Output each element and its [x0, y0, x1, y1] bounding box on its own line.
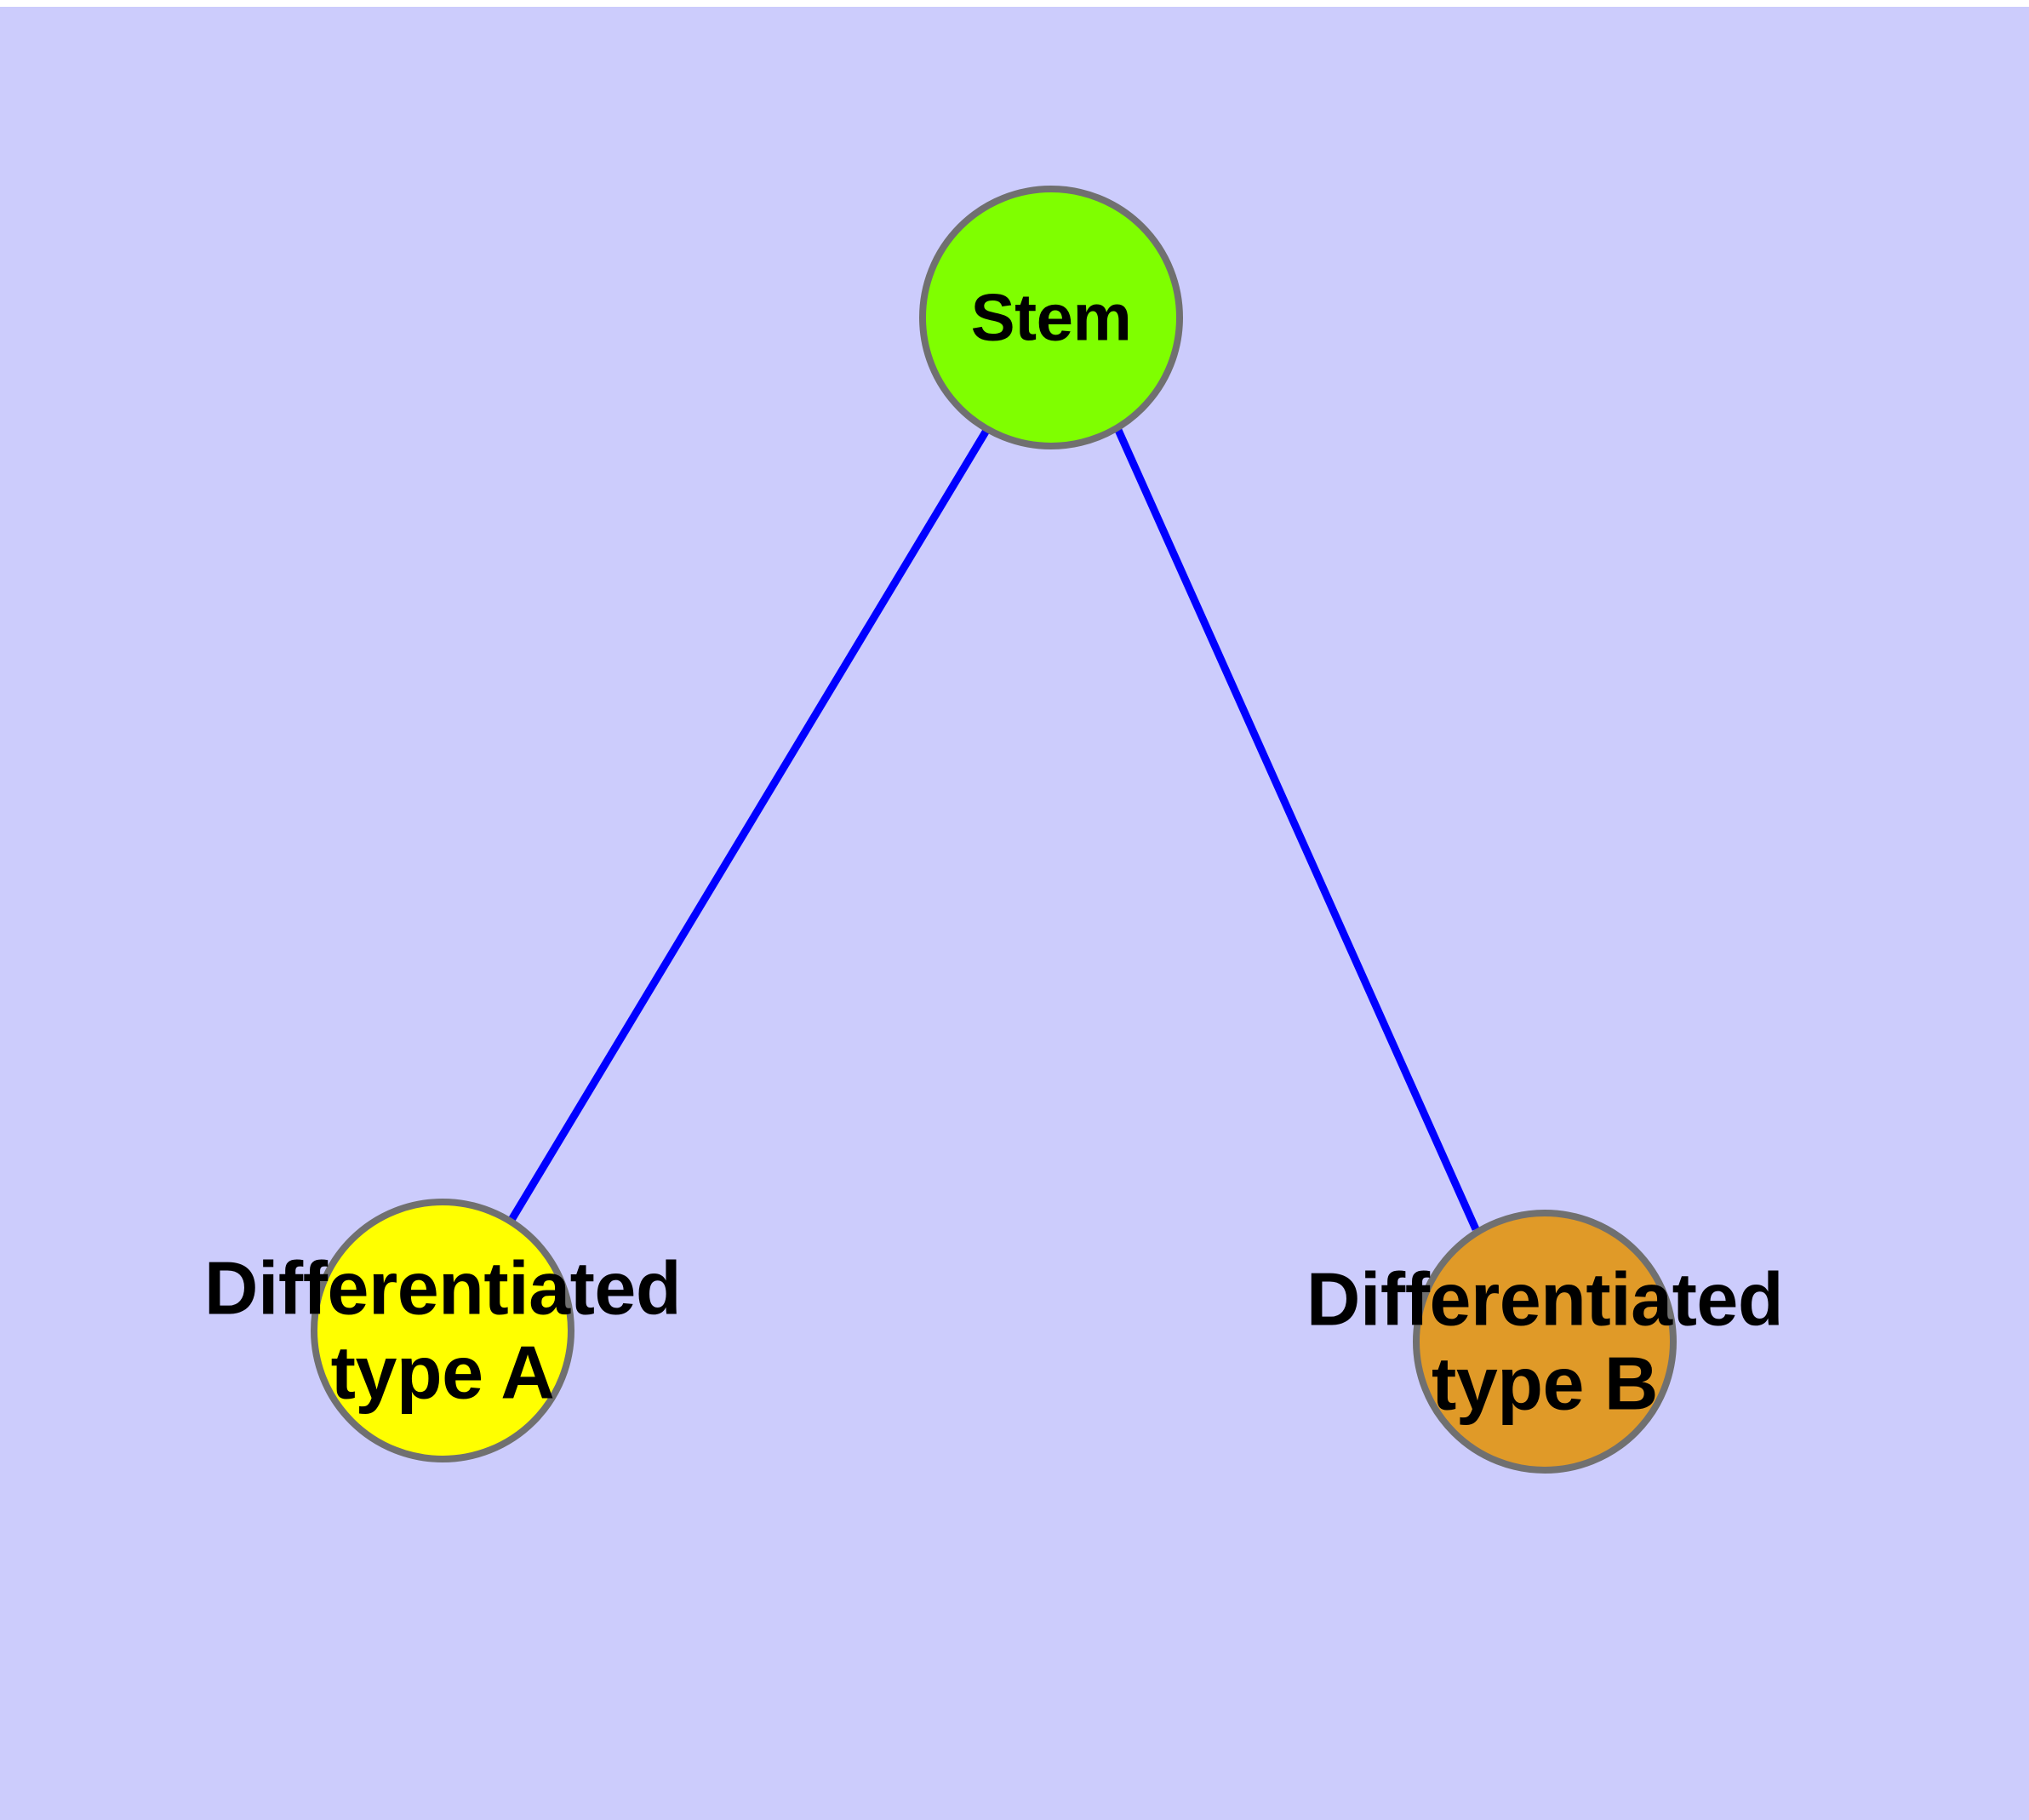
graph-node-stem[interactable]	[919, 186, 1183, 449]
nodes-group	[311, 186, 1677, 1474]
graph-edge-stem-diff_b[interactable]	[1113, 426, 1480, 1231]
graph-node-diff_a[interactable]	[311, 1199, 574, 1462]
edges-group	[508, 426, 1480, 1231]
graph-edge-stem-diff_a[interactable]	[508, 426, 991, 1222]
graph-node-diff_b[interactable]	[1413, 1210, 1677, 1474]
